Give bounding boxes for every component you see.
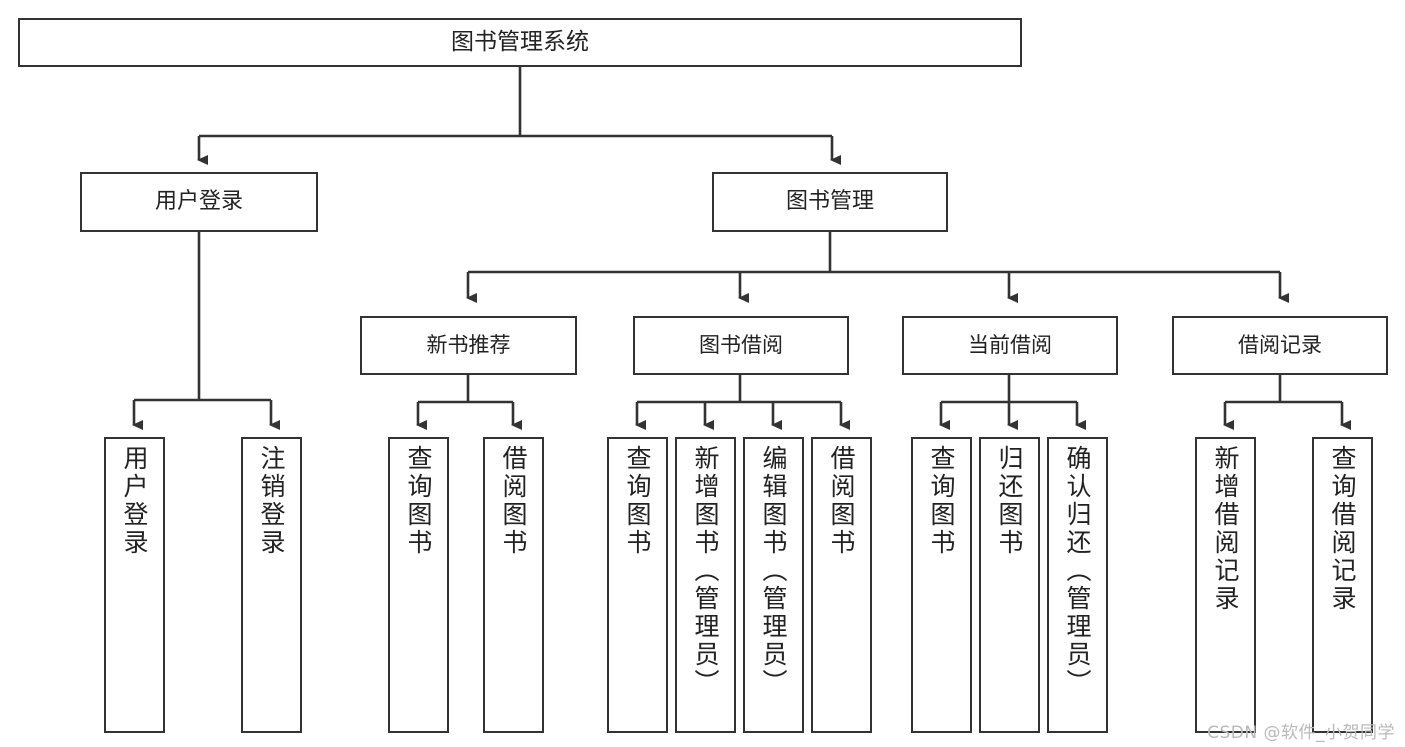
node-current-borrow[interactable]: 当前借阅: [902, 316, 1118, 375]
node-root-system[interactable]: 图书管理系统: [18, 18, 1022, 67]
leaf-record-query-record[interactable]: 查询借阅记录: [1312, 437, 1373, 733]
leaf-borrow-add-book-admin[interactable]: 新增图书（管理员）: [675, 437, 736, 733]
leaf-current-query-book[interactable]: 查询图书: [911, 437, 972, 733]
node-borrow-record[interactable]: 借阅记录: [1172, 316, 1388, 375]
node-label: 图书管理系统: [451, 28, 589, 55]
node-label: 用户登录: [120, 445, 149, 557]
node-book-borrow[interactable]: 图书借阅: [633, 316, 849, 375]
node-label: 新增借阅记录: [1211, 445, 1240, 613]
node-label: 图书管理: [785, 189, 874, 215]
node-label: 归还图书: [995, 445, 1024, 557]
leaf-borrow-query-book[interactable]: 查询图书: [607, 437, 668, 733]
node-label: 新书推荐: [426, 333, 511, 358]
node-new-book-recommend[interactable]: 新书推荐: [360, 316, 577, 375]
leaf-current-return-book[interactable]: 归还图书: [979, 437, 1040, 733]
leaf-user-login-signout[interactable]: 注销登录: [241, 437, 302, 733]
node-label: 借阅图书: [499, 445, 528, 557]
leaf-borrow-borrow-book[interactable]: 借阅图书: [811, 437, 872, 733]
node-label: 查询图书: [927, 445, 956, 557]
node-label: 查询图书: [623, 445, 652, 557]
node-label: 新增图书（管理员）: [691, 445, 720, 697]
node-user-login[interactable]: 用户登录: [80, 172, 318, 232]
node-label: 借阅记录: [1238, 333, 1322, 358]
node-label: 图书借阅: [699, 333, 783, 358]
node-label: 当前借阅: [968, 333, 1052, 358]
node-label: 编辑图书（管理员）: [759, 445, 788, 697]
node-label: 确认归还（管理员）: [1063, 445, 1092, 697]
leaf-recommend-query-book[interactable]: 查询图书: [388, 437, 449, 733]
leaf-recommend-borrow-book[interactable]: 借阅图书: [483, 437, 544, 733]
leaf-user-login-signin[interactable]: 用户登录: [104, 437, 165, 733]
node-book-management[interactable]: 图书管理: [712, 172, 948, 232]
node-label: 查询图书: [404, 445, 433, 557]
node-label: 注销登录: [257, 445, 286, 557]
node-label: 查询借阅记录: [1328, 445, 1357, 613]
csdn-watermark: CSDN @软件_小贺同学: [1207, 723, 1395, 743]
leaf-borrow-edit-book-admin[interactable]: 编辑图书（管理员）: [743, 437, 804, 733]
leaf-record-add-record[interactable]: 新增借阅记录: [1195, 437, 1256, 733]
node-label: 用户登录: [154, 189, 243, 215]
leaf-current-confirm-return-admin[interactable]: 确认归还（管理员）: [1047, 437, 1108, 733]
node-label: 借阅图书: [827, 445, 856, 557]
